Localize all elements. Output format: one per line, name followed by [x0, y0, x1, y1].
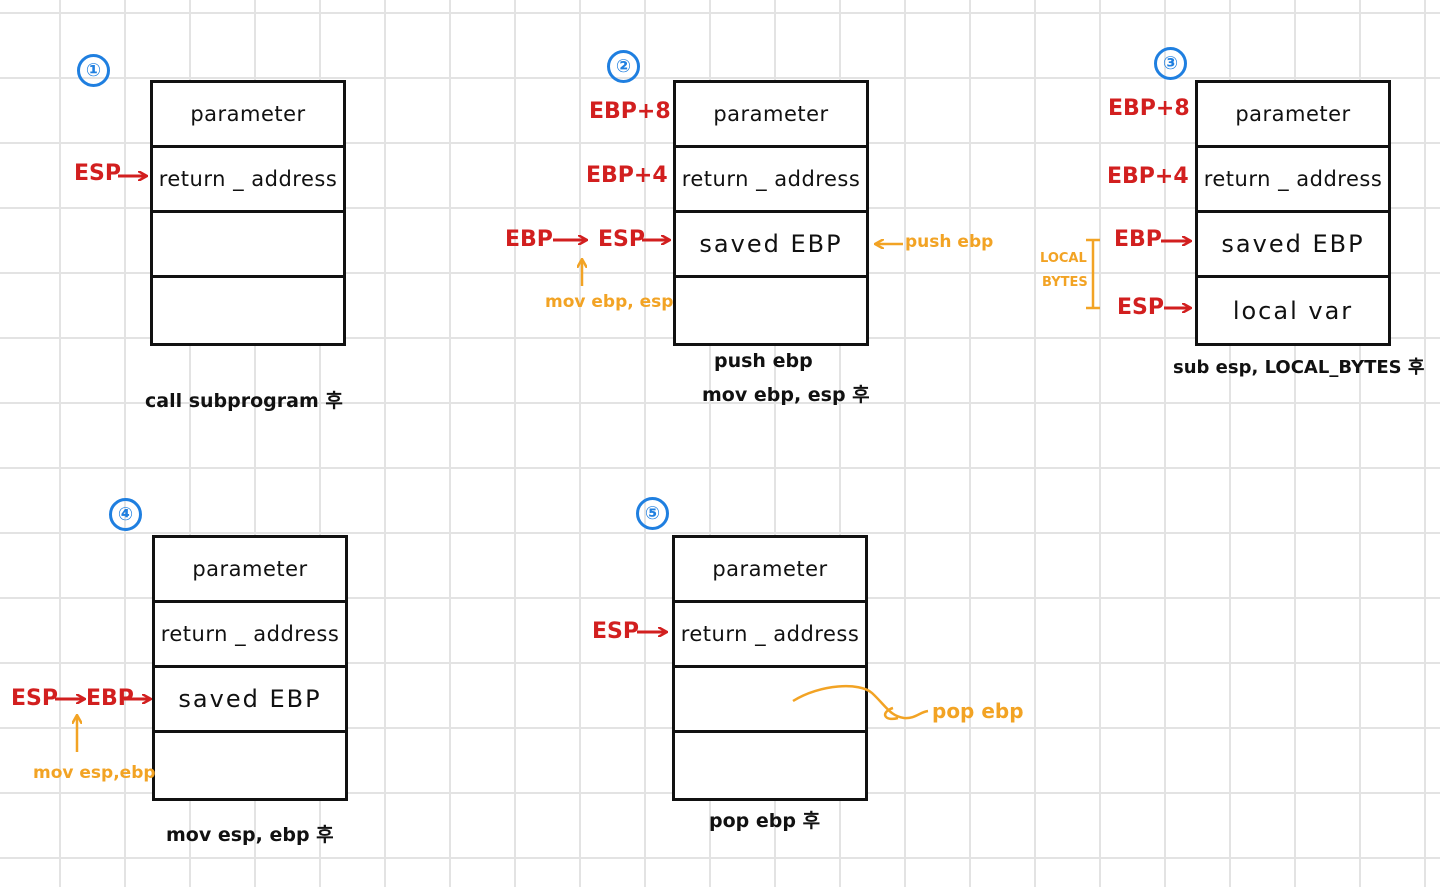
stack-cell-return-address: return _ address: [153, 148, 343, 213]
stack-cell-return-address: return _ address: [1198, 148, 1388, 213]
step-3-marker: ③: [1154, 47, 1187, 80]
ebp-plus-8-label: EBP+8: [1108, 96, 1190, 121]
step-2-caption-line-1: push ebp: [714, 350, 813, 372]
esp-label: ESP: [74, 161, 121, 186]
step-4-stack: parameter return _ address saved EBP: [152, 535, 348, 801]
stack-cell-empty: [675, 668, 865, 733]
esp-label: ESP: [592, 619, 639, 644]
stack-cell-return-address: return _ address: [676, 148, 866, 213]
step-3-caption: sub esp, LOCAL_BYTES 후: [1173, 357, 1425, 378]
esp-label: ESP: [598, 227, 645, 252]
step-1-caption: call subprogram 후: [145, 390, 343, 412]
local-bytes-annotation-line-1: LOCAL: [1040, 251, 1087, 266]
stack-cell-return-address: return _ address: [155, 603, 345, 668]
ebp-plus-4-label: EBP+4: [1107, 164, 1189, 189]
stack-cell-return-address: return _ address: [675, 603, 865, 668]
stack-cell-saved-ebp: saved EBP: [1198, 213, 1388, 278]
mov-ebp-esp-annotation: mov ebp, esp: [545, 292, 674, 312]
ebp-plus-8-label: EBP+8: [589, 99, 671, 124]
stack-cell-parameter: parameter: [1198, 83, 1388, 148]
stack-cell-empty: [153, 213, 343, 278]
step-5-marker: ⑤: [636, 497, 669, 530]
step-2-marker: ②: [607, 50, 640, 83]
esp-label: ESP: [1117, 295, 1164, 320]
step-1-stack: parameter return _ address: [150, 80, 346, 346]
bracket-icon: [1086, 238, 1100, 310]
stack-cell-parameter: parameter: [153, 83, 343, 148]
step-4-marker: ④: [109, 498, 142, 531]
stack-cell-saved-ebp: saved EBP: [676, 213, 866, 278]
local-bytes-annotation-line-2: BYTES: [1042, 275, 1088, 290]
ebp-plus-4-label: EBP+4: [586, 163, 668, 188]
stack-cell-parameter: parameter: [675, 538, 865, 603]
step-4-caption: mov esp, ebp 후: [166, 824, 334, 846]
step-5-caption: pop ebp 후: [709, 810, 821, 832]
step-5-stack: parameter return _ address: [672, 535, 868, 801]
push-ebp-annotation: push ebp: [905, 232, 994, 252]
stack-cell-parameter: parameter: [155, 538, 345, 603]
step-3-stack: parameter return _ address saved EBP loc…: [1195, 80, 1391, 346]
esp-label: ESP: [11, 686, 58, 711]
ebp-label: EBP: [505, 227, 553, 252]
stack-cell-parameter: parameter: [676, 83, 866, 148]
step-1-marker: ①: [77, 54, 110, 87]
step-2-stack: parameter return _ address saved EBP: [673, 80, 869, 346]
curve-icon: [792, 684, 929, 720]
mov-esp-ebp-annotation: mov esp,ebp: [33, 763, 156, 783]
step-2-caption-line-2: mov ebp, esp 후: [702, 384, 870, 406]
ebp-label: EBP: [1114, 227, 1162, 252]
stack-cell-local-var: local var: [1232, 296, 1354, 325]
pop-ebp-annotation: pop ebp: [932, 699, 1024, 723]
stack-cell-saved-ebp: saved EBP: [155, 668, 345, 733]
